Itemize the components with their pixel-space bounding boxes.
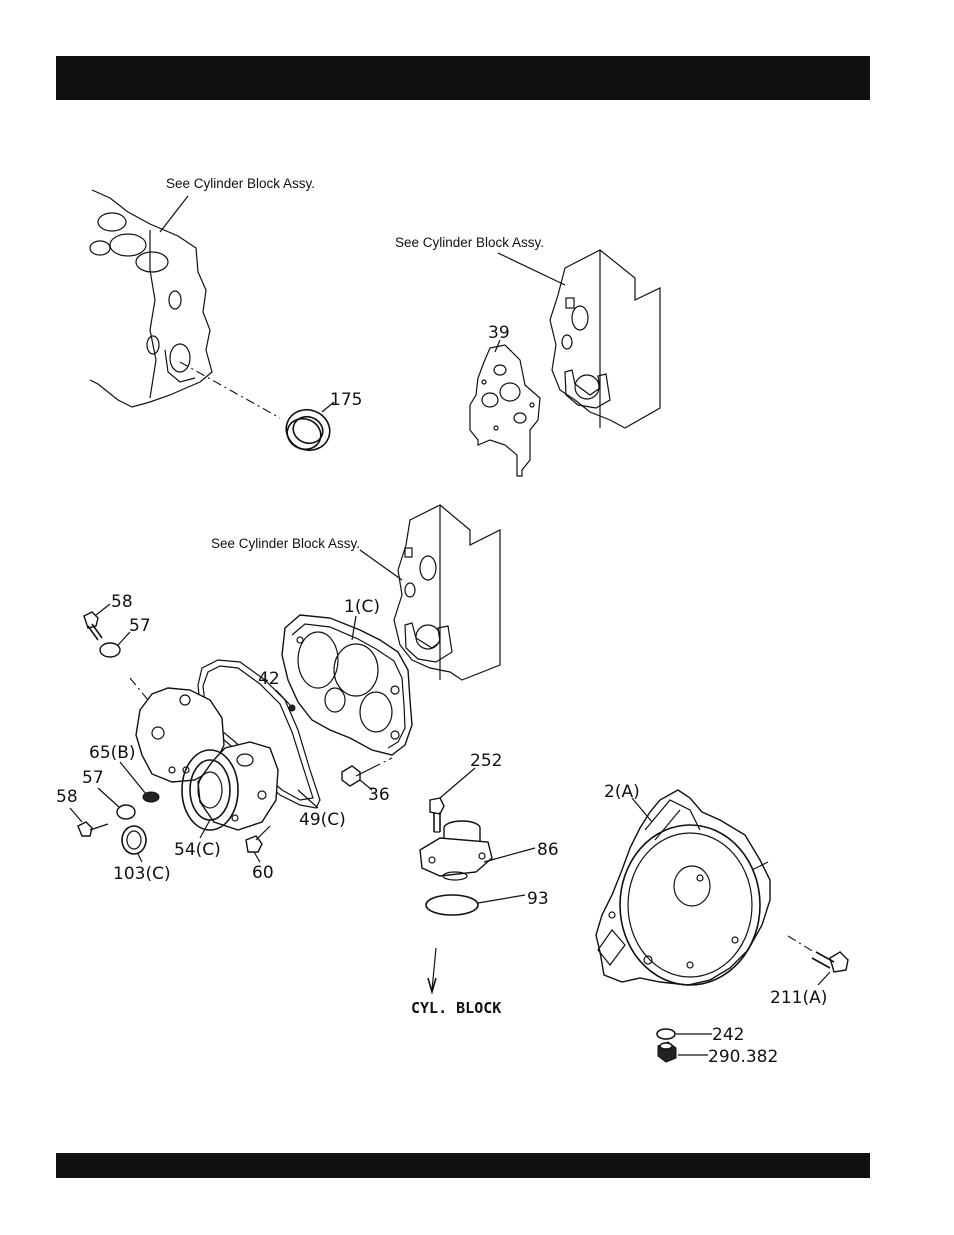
callout-93: 93 <box>527 889 549 909</box>
callout-103c: 103(C) <box>113 864 171 884</box>
leader-dashed-211a <box>788 936 814 952</box>
leader-dashed-175 <box>180 362 280 418</box>
leader-103c <box>138 854 142 862</box>
reference-label-3: See Cylinder Block Assy. <box>211 536 360 551</box>
callout-175: 175 <box>330 390 362 410</box>
callout-54c: 54(C) <box>174 840 221 860</box>
leader-ref-3 <box>360 550 402 580</box>
direction-arrow-cyl-block <box>428 948 436 992</box>
bolt-part-252 <box>430 798 444 832</box>
callout-57-lower: 57 <box>82 768 104 788</box>
cylinder-block-fragment-top-left <box>90 190 212 407</box>
callout-242: 242 <box>712 1025 744 1045</box>
callout-39: 39 <box>488 323 510 343</box>
reference-label-1: See Cylinder Block Assy. <box>166 176 315 191</box>
oil-pump-part-54c <box>182 742 278 830</box>
thermostat-housing-part-86 <box>420 821 492 880</box>
callout-290-382: 290.382 <box>708 1047 778 1067</box>
plate-part-39 <box>470 345 540 476</box>
cylinder-block-fragment-middle <box>394 505 500 680</box>
leader-93 <box>478 895 525 903</box>
leader-211a <box>818 972 830 985</box>
callout-42: 42 <box>258 669 280 689</box>
bolt-part-60 <box>246 826 270 852</box>
leader-dashed-36 <box>372 758 392 768</box>
plug-part-290-382 <box>658 1042 676 1062</box>
leader-60 <box>254 852 260 862</box>
leader-58-top <box>96 604 110 615</box>
callout-2a: 2(A) <box>604 782 640 802</box>
callout-86: 86 <box>537 840 559 860</box>
washer-part-242 <box>657 1029 675 1039</box>
leader-58-lower <box>70 808 82 822</box>
bolt-part-58-top <box>84 612 102 640</box>
plug-part-42 <box>289 705 295 711</box>
seal-part-175 <box>280 404 335 457</box>
seal-part-103c <box>122 826 146 854</box>
callout-252: 252 <box>470 751 502 771</box>
leader-65b <box>120 762 146 794</box>
bolt-part-58-lower <box>78 822 108 836</box>
callout-57-top: 57 <box>129 616 151 636</box>
plate-part-57-top <box>100 643 120 657</box>
cylinder-block-fragment-top-right <box>550 250 660 428</box>
bolt-part-36 <box>342 766 372 786</box>
callout-65b: 65(B) <box>89 743 136 763</box>
callout-211a: 211(A) <box>770 988 827 1008</box>
leader-252 <box>440 768 475 798</box>
cyl-block-label: CYL. BLOCK <box>411 999 501 1017</box>
leader-57-lower <box>98 788 120 808</box>
flywheel-housing-part-2a <box>596 790 770 985</box>
o-ring-part-93 <box>426 895 478 915</box>
callout-58-lower: 58 <box>56 787 78 807</box>
timing-case-part-1c <box>282 615 412 755</box>
bolt-part-211a <box>812 952 848 972</box>
leader-ref-2 <box>498 253 565 285</box>
callout-36: 36 <box>368 785 390 805</box>
callout-1c: 1(C) <box>344 597 380 617</box>
reference-label-2: See Cylinder Block Assy. <box>395 235 544 250</box>
callout-49c: 49(C) <box>299 810 346 830</box>
callout-60: 60 <box>252 863 274 883</box>
leader-ref-1 <box>160 196 188 232</box>
callout-58-top: 58 <box>111 592 133 612</box>
leader-dashed-cover <box>130 678 148 700</box>
